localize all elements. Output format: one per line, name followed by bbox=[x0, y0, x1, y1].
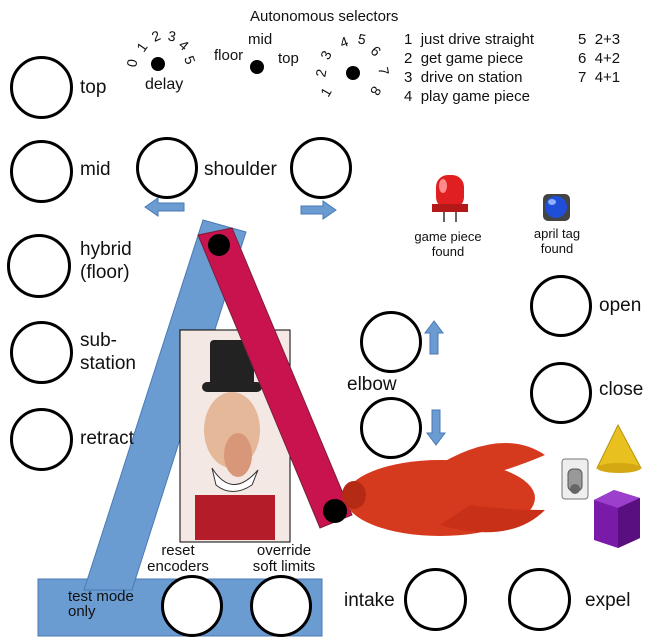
reset-encoders-button[interactable] bbox=[161, 575, 223, 637]
intake-label: intake bbox=[344, 590, 395, 611]
top-button[interactable] bbox=[10, 56, 73, 119]
key-num: 6 bbox=[578, 50, 587, 67]
key-num: 7 bbox=[578, 69, 587, 86]
key-text: 4+1 bbox=[594, 69, 621, 86]
toggle-switch-icon bbox=[561, 458, 589, 500]
auto-mode-knob[interactable] bbox=[346, 66, 360, 80]
expel-button[interactable] bbox=[508, 568, 571, 631]
blue-led-icon bbox=[543, 194, 570, 221]
intake-button[interactable] bbox=[404, 568, 467, 631]
substation-label: sub- station bbox=[80, 330, 136, 374]
red-led-icon bbox=[432, 175, 468, 222]
elbow-up-button[interactable] bbox=[360, 311, 422, 373]
hybrid-button[interactable] bbox=[7, 234, 71, 298]
shoulder-right-arrow bbox=[300, 200, 337, 220]
elbow-down-arrow bbox=[426, 409, 446, 446]
mid-label: mid bbox=[80, 159, 111, 180]
shoulder-back-button[interactable] bbox=[136, 137, 198, 199]
height-knob[interactable] bbox=[250, 60, 264, 74]
override-soft-limits-button[interactable] bbox=[250, 575, 312, 637]
key-text: play game piece bbox=[420, 88, 530, 105]
character-image bbox=[179, 329, 291, 543]
key-text: drive on station bbox=[420, 69, 523, 86]
game-piece-found-label: game piece found bbox=[414, 229, 482, 259]
elbow-down-button[interactable] bbox=[360, 397, 422, 459]
retract-button[interactable] bbox=[10, 408, 73, 471]
close-label: close bbox=[599, 379, 644, 400]
elbow-label: elbow bbox=[347, 374, 397, 395]
key-text: 4+2 bbox=[594, 50, 621, 67]
close-button[interactable] bbox=[530, 362, 592, 424]
open-button[interactable] bbox=[530, 275, 592, 337]
key-num: 1 bbox=[404, 31, 413, 48]
key-text: get game piece bbox=[420, 50, 524, 67]
retract-label: retract bbox=[80, 428, 134, 449]
shoulder-forward-button[interactable] bbox=[290, 137, 352, 199]
key-num: 3 bbox=[404, 69, 413, 86]
shoulder-left-arrow bbox=[144, 197, 185, 217]
shoulder-joint bbox=[208, 234, 230, 256]
forearm bbox=[197, 227, 353, 529]
claw-image bbox=[342, 443, 545, 536]
delay-knob[interactable] bbox=[151, 57, 165, 71]
height-top-label: top bbox=[278, 50, 299, 67]
expel-label: expel bbox=[585, 590, 631, 611]
elbow-joint bbox=[323, 499, 347, 523]
substation-button[interactable] bbox=[10, 321, 73, 384]
top-label: top bbox=[80, 77, 107, 98]
key-num: 5 bbox=[578, 31, 587, 48]
key-num: 2 bbox=[404, 50, 413, 67]
cone-icon bbox=[596, 423, 642, 473]
key-text: just drive straight bbox=[420, 31, 535, 48]
hybrid-label: hybrid (floor) bbox=[80, 239, 132, 283]
height-mid-label: mid bbox=[248, 31, 273, 48]
test-mode-label: test mode only bbox=[68, 588, 134, 620]
cube-icon bbox=[594, 490, 640, 548]
reset-encoders-label: reset encoders bbox=[147, 542, 209, 575]
shoulder-label: shoulder bbox=[204, 159, 277, 180]
key-num: 4 bbox=[404, 88, 413, 105]
mid-button[interactable] bbox=[10, 140, 73, 203]
elbow-up-arrow bbox=[424, 320, 444, 355]
delay-label: delay bbox=[145, 76, 184, 93]
april-tag-found-label: april tag found bbox=[533, 226, 581, 256]
autonomous-title: Autonomous selectors bbox=[250, 8, 399, 25]
key-text: 2+3 bbox=[594, 31, 621, 48]
override-soft-limits-label: override soft limits bbox=[252, 542, 316, 575]
height-floor-label: floor bbox=[214, 47, 244, 64]
open-label: open bbox=[599, 295, 642, 316]
